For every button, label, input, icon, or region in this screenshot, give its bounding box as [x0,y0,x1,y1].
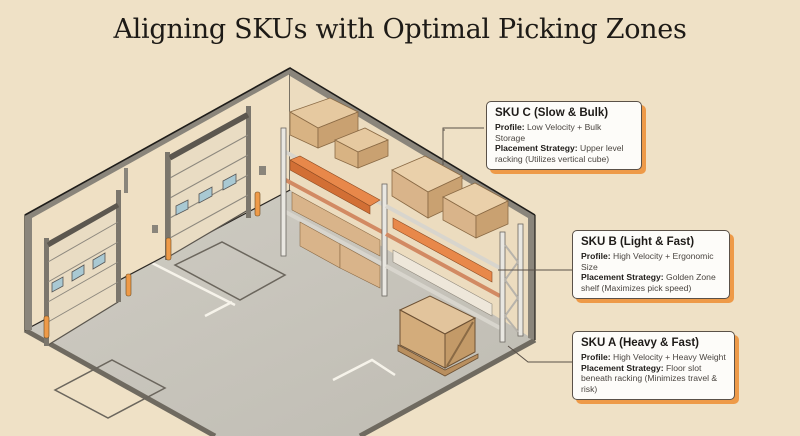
callout-leaders [442,127,572,363]
callout-profile: Profile: High Velocity + Ergonomic Size [581,251,714,272]
callout-strategy: Placement Strategy: Floor slot beneath r… [581,362,718,394]
pallet-rack-right [385,155,524,343]
callout-heading: SKU B (Light & Fast) [581,236,695,248]
callout-profile: Profile: Low Velocity + Bulk Storage [495,122,602,143]
loading-dock-door-1 [43,168,132,347]
callout-sku-a: SKU A (Heavy & Fast) Profile: High Veloc… [572,331,735,400]
page-title: Aligning SKUs with Optimal Picking Zones [113,14,687,45]
pallet-rack-left [280,97,389,297]
callout-sku-c: SKU C (Slow & Bulk) Profile: Low Velocit… [486,101,642,170]
loading-dock-door-2 [152,106,266,261]
callout-heading: SKU A (Heavy & Fast) [581,337,700,349]
callout-profile: Profile: High Velocity + Heavy Weight [581,352,726,362]
callout-heading: SKU C (Slow & Bulk) [495,107,609,119]
callout-strategy: Placement Strategy: Golden Zone shelf (M… [581,272,716,293]
warehouse-floor [23,190,537,436]
floor-crate [397,295,479,377]
callout-strategy: Placement Strategy: Upper level racking … [495,143,624,164]
callout-sku-b: SKU B (Light & Fast) Profile: High Veloc… [572,230,730,299]
